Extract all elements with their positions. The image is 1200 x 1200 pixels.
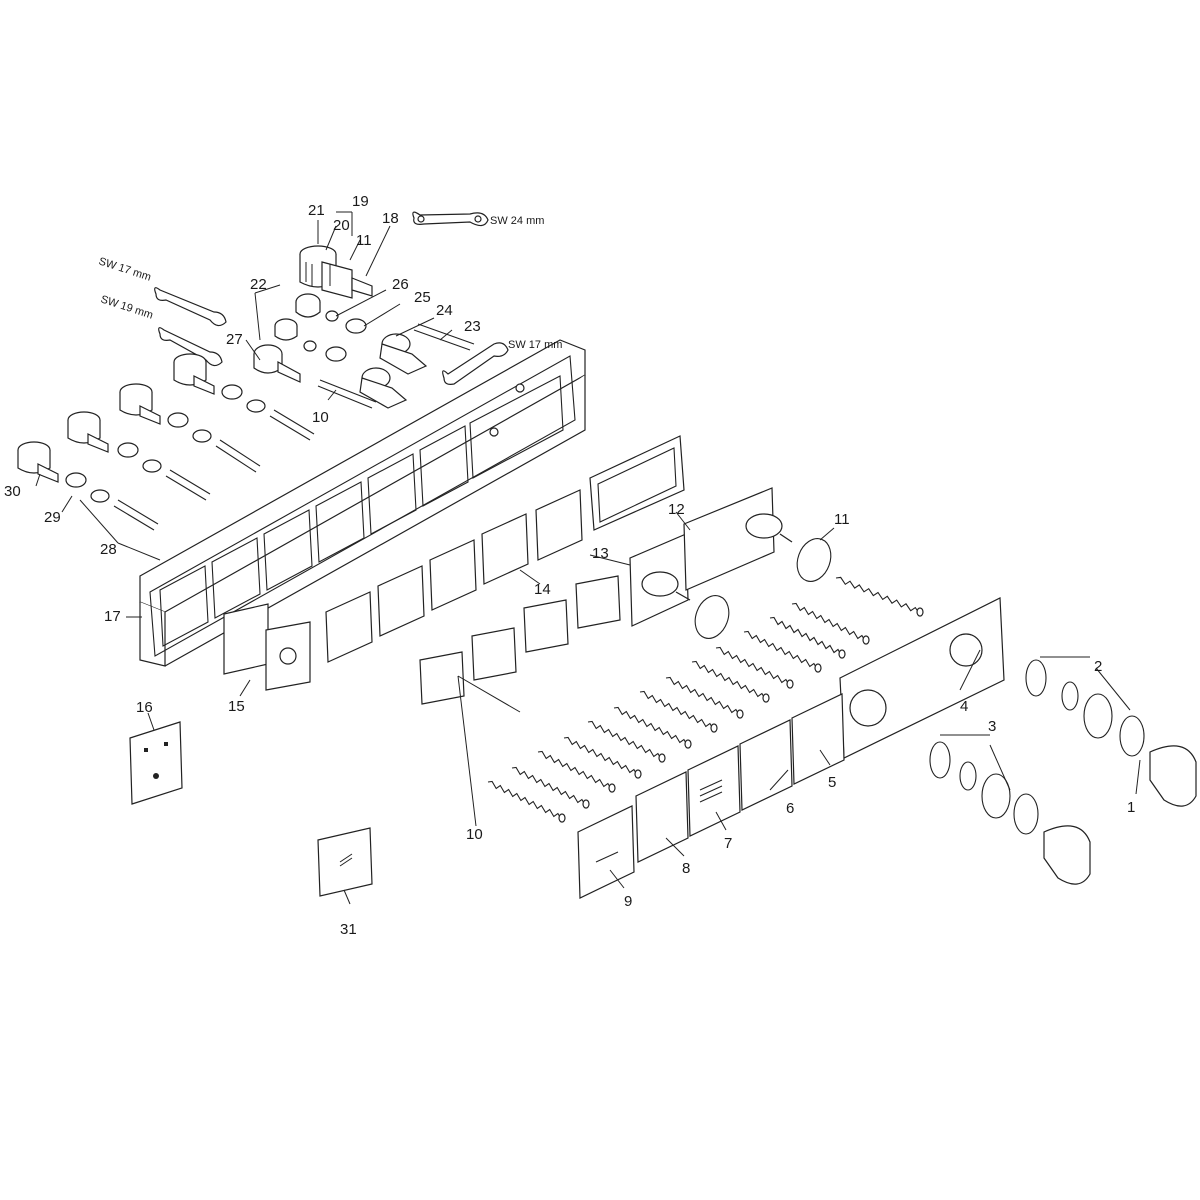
handle-sets [929,659,1197,885]
callout-27: 27 [226,331,243,348]
screw-head-1 [862,635,870,645]
callout-20: 20 [333,217,350,234]
valve-cartridge [299,245,373,299]
screw-7 [639,690,715,731]
callout-22: 22 [250,276,267,293]
callout-29: 29 [44,509,61,526]
callout-3: 3 [988,718,996,735]
wrench-size-17-left: SW 17 mm [97,255,152,283]
callout-4: 4 [960,698,968,715]
screw-5 [691,660,767,701]
wrench-size-19: SW 19 mm [99,293,154,321]
wrench-24-icon [412,211,489,227]
callout-7: 7 [724,835,732,852]
callout-21: 21 [308,202,325,219]
screw-10 [563,736,639,777]
trim-plate [839,597,1005,759]
screw-head-10 [634,769,642,779]
callout-26: 26 [392,276,409,293]
check-valve-parts [253,293,475,409]
screw-head-3 [814,663,822,673]
callout-1: 1 [1127,799,1135,816]
callout-15: 15 [228,698,245,715]
screw-head-5 [762,693,770,703]
callout-9: 9 [624,893,632,910]
wrench-size-17-right: SW 17 mm [508,339,562,351]
screw-1 [791,602,867,643]
callout-28: 28 [100,541,117,558]
leader-lines [35,211,1141,905]
callout-24: 24 [436,302,453,319]
screw-head-2 [838,649,846,659]
callout-18: 18 [382,210,399,227]
screw-9 [587,720,663,761]
screw-13 [487,780,563,821]
screw-head-8 [684,739,692,749]
callout-11-top: 11 [356,232,372,249]
screw-head-6 [736,709,744,719]
callout-10-upper: 10 [312,409,329,426]
single-button [317,827,373,897]
callout-5: 5 [828,774,836,791]
diverter-plates [629,487,793,627]
screw-12 [511,766,587,807]
screw-head-7 [710,723,718,733]
callout-14: 14 [534,581,551,598]
callout-12: 12 [668,501,685,518]
callout-16: 16 [136,699,153,716]
screw-4 [715,646,791,687]
screw-head-4 [786,679,794,689]
callout-17: 17 [104,608,121,625]
callout-6: 6 [786,800,794,817]
callout-19: 19 [352,193,369,210]
seal-frames [223,435,685,691]
screw-3 [743,630,819,671]
screw-head-12 [582,799,590,809]
push-buttons [577,693,845,899]
screw-head-13 [558,813,566,823]
wrench-17-icon [154,287,227,327]
wrench-17b-icon [442,342,509,385]
callout-11-right: 11 [834,511,850,528]
screw-0 [835,576,921,615]
screw-head-11 [608,783,616,793]
nut-ring-bolt-sets [65,384,315,531]
valve-bodies [17,353,215,483]
screw-11 [537,750,613,791]
screw-8 [613,706,689,747]
screw-head-9 [658,753,666,763]
callout-25: 25 [414,289,431,306]
screw-2 [769,616,843,657]
long-screws [487,576,924,823]
callout-8: 8 [682,860,690,877]
screw-head-0 [916,607,924,617]
callout-2: 2 [1094,658,1102,675]
mounting-brackets [419,575,621,705]
callout-13: 13 [592,545,609,562]
callout-30: 30 [4,483,21,500]
screw-6 [665,676,741,717]
callout-10-lower: 10 [466,826,483,843]
callout-31: 31 [340,921,357,938]
cover-plate [129,721,183,805]
wrench-size-24: SW 24 mm [490,215,544,227]
mounting-frame [139,339,586,667]
callout-23: 23 [464,318,481,335]
